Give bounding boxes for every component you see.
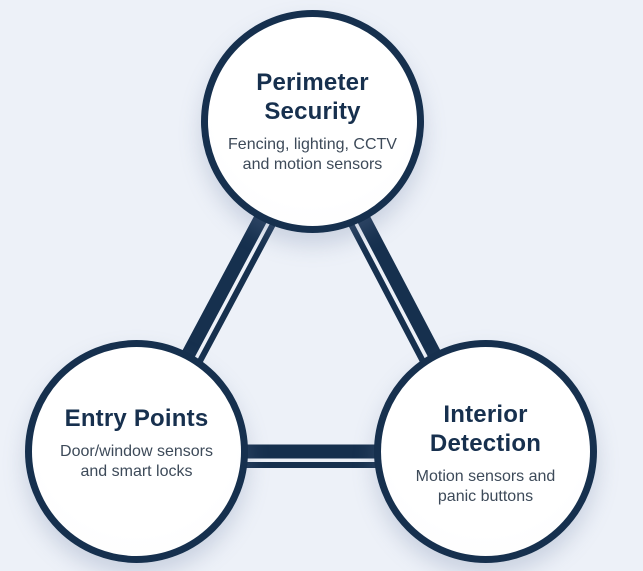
node-content: Interior Detection Motion sensors and pa… — [397, 400, 575, 507]
node-subtitle: Motion sensors and panic buttons — [415, 468, 556, 505]
node-subtitle: Door/window sensors and smart locks — [60, 442, 213, 480]
node-interior-detection: Interior Detection Motion sensors and pa… — [374, 340, 597, 563]
node-content: Entry Points Door/window sensors and sma… — [48, 404, 226, 482]
node-title: Interior Detection — [429, 401, 542, 457]
node-subtitle: Fencing, lighting, CCTV and motion senso… — [228, 136, 397, 173]
node-perimeter-security: Perimeter Security Fencing, lighting, CC… — [201, 10, 424, 233]
node-title: Entry Points — [64, 404, 209, 432]
node-entry-points: Entry Points Door/window sensors and sma… — [25, 340, 248, 563]
node-title: Perimeter Security — [256, 69, 369, 125]
node-content: Perimeter Security Fencing, lighting, CC… — [224, 68, 402, 175]
